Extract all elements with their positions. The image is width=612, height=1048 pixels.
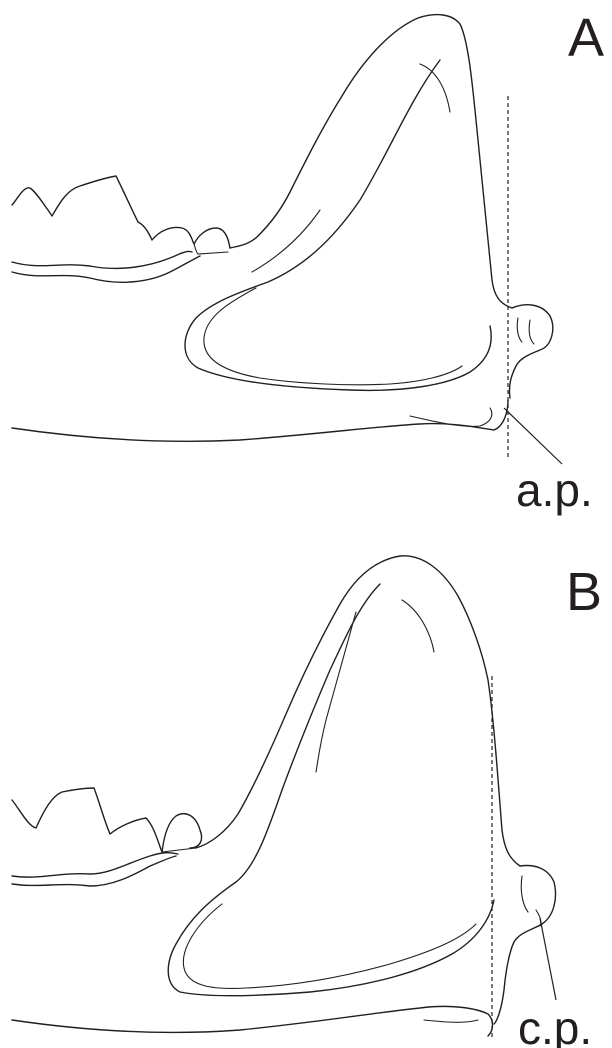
panel-a-condyle-inner [517,318,534,344]
panel-b-fossa-ridge [316,600,434,772]
panel-a: A a.p. [12,8,604,516]
panel-b-leader-line [540,918,556,1000]
panel-a-ramus-outline [230,15,512,308]
panel-b-condyle-inner [521,876,541,926]
panel-a-condyle [509,305,552,398]
panel-a-fossa-outer [185,60,491,390]
panel-a-teeth [12,176,230,248]
panel-b-condyle [494,866,556,1024]
panel-a-leader-line [504,408,562,464]
panel-b-letter: B [566,562,602,622]
panel-a-callout-label: a.p. [516,464,593,516]
panel-b-ramus-outline [196,556,520,866]
panel-b-callout-label: c.p. [518,1002,592,1048]
panel-b-alveolar-lower [12,856,176,886]
panel-b-tooth-line [162,848,196,852]
panel-b-lower-border [12,1006,493,1036]
panel-a-lower-border [12,400,508,441]
panel-a-fossa-inner [204,288,462,385]
panel-b-fossa-outer [168,584,494,996]
panel-a-tooth-line [194,244,228,254]
panel-b-teeth [12,788,202,852]
panel-a-alveolar-upper [12,251,192,268]
panel-b-angular-detail [424,1020,478,1022]
panel-a-fossa-ridge [252,64,450,272]
panel-b-fossa-inner [183,904,476,988]
panel-a-alveolar-lower [12,256,200,282]
panel-a-letter: A [568,8,604,68]
panel-b: B c.p. [12,556,602,1048]
